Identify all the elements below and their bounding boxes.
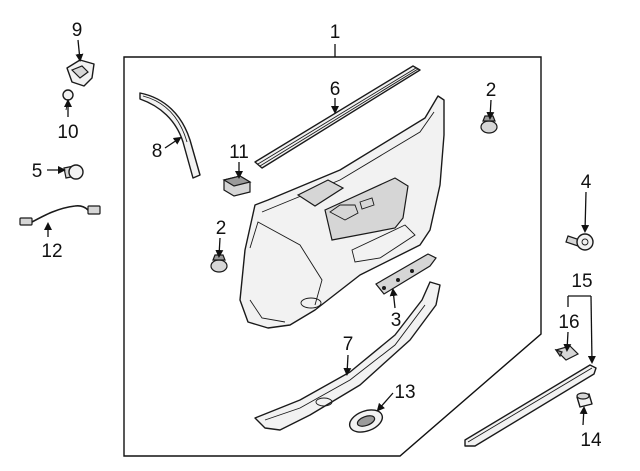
- trim-clip-lower: [210, 254, 228, 273]
- callout-10: 10: [57, 122, 78, 143]
- door-trim-panel: [239, 95, 445, 329]
- callout-14: 14: [580, 430, 602, 451]
- callout-15: 15: [571, 271, 592, 292]
- callout-4: 4: [581, 172, 592, 193]
- callout-11: 11: [229, 142, 249, 163]
- callout-9: 9: [72, 20, 83, 41]
- leader-lines: [44, 39, 596, 426]
- callout-8: 8: [152, 141, 163, 162]
- callout-12: 12: [41, 241, 62, 262]
- trim-bracket: [375, 253, 437, 295]
- switch-block: [222, 175, 252, 197]
- callout-3: 3: [391, 310, 402, 331]
- grommet: [63, 164, 84, 180]
- callout-16: 16: [558, 312, 579, 333]
- mirror-corner-cover: [66, 59, 95, 87]
- sill-pin: [576, 392, 593, 408]
- door-weatherstrip: [254, 65, 421, 169]
- door-frame-moulding: [139, 92, 201, 179]
- sill-strip: [464, 364, 597, 447]
- wiring-harness: [19, 205, 101, 226]
- assembly-frame: [123, 56, 542, 457]
- armrest-trim: [254, 281, 441, 431]
- callout-13: 13: [394, 382, 415, 403]
- callout-2-upper: 2: [486, 80, 497, 101]
- trim-clip-upper: [480, 115, 498, 134]
- callout-5: 5: [32, 161, 43, 182]
- callout-6: 6: [330, 79, 341, 100]
- callout-1: 1: [330, 22, 341, 43]
- callout-2-lower: 2: [216, 218, 227, 239]
- handle-escutcheon: [348, 409, 384, 433]
- callout-7: 7: [343, 334, 354, 355]
- push-pin: [565, 233, 594, 251]
